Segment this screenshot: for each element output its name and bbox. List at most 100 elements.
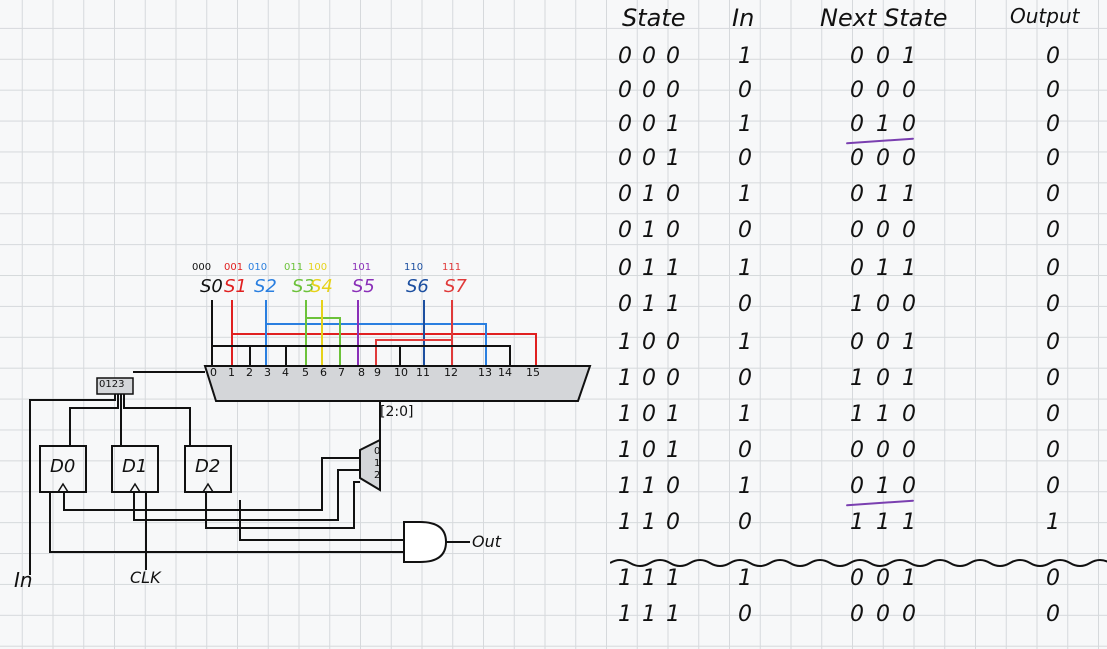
output-cell: 0: [1046, 78, 1060, 103]
ff-output-wires: [49, 420, 405, 570]
state-name-s2: S2: [254, 276, 277, 297]
state-cell: 100: [618, 366, 690, 391]
state-name-s5: S5: [352, 276, 375, 297]
mux-input-12: 12: [444, 366, 458, 379]
mux-input-6: 6: [320, 366, 327, 379]
state-cell: 111: [618, 602, 690, 627]
header-output: Output: [1010, 4, 1080, 28]
in-cell: 1: [738, 474, 752, 499]
mux-input-1: 1: [228, 366, 235, 379]
next-state-cell: 001: [850, 566, 928, 591]
mux-input-13: 13: [478, 366, 492, 379]
next-state-cell: 010: [850, 112, 928, 137]
mux-input-14: 14: [498, 366, 512, 379]
mux-input-8: 8: [358, 366, 365, 379]
state-cell: 010: [618, 218, 690, 243]
state-cell: 000: [618, 44, 690, 69]
small-mux-label-2: 2: [374, 470, 381, 481]
output-cell: 0: [1046, 218, 1060, 243]
small-mux: [359, 438, 381, 492]
big-mux-body: [203, 365, 592, 402]
output-cell: 0: [1046, 602, 1060, 627]
state-cell: 100: [618, 330, 690, 355]
mux-input-5: 5: [302, 366, 309, 379]
select-label: [2:0]: [380, 404, 414, 420]
in-cell: 0: [738, 78, 752, 103]
output-cell: 0: [1046, 292, 1060, 317]
in-label: In: [14, 568, 33, 592]
next-state-cell: 000: [850, 78, 928, 103]
state-name-s1: S1: [224, 276, 247, 297]
table-header: State In Next State Output: [610, 4, 1107, 38]
state-wires: [211, 300, 537, 368]
state-name-s7: S7: [444, 276, 467, 297]
in-cell: 0: [738, 146, 752, 171]
state-cell: 101: [618, 438, 690, 463]
mux-input-3: 3: [264, 366, 271, 379]
mux-input-labels: 0 1 2 3 4 5 6 7 8 9 10 11 12 13 14 15: [208, 366, 548, 382]
next-state-cell: 100: [850, 292, 928, 317]
state-cell: 110: [618, 474, 690, 499]
next-state-cell: 011: [850, 256, 928, 281]
in-cell: 1: [738, 182, 752, 207]
in-cell: 0: [738, 438, 752, 463]
in-cell: 1: [738, 402, 752, 427]
out-label: Out: [472, 532, 502, 551]
in-cell: 0: [738, 510, 752, 535]
flipflop-d1-label: D1: [122, 456, 148, 477]
mux-input-10: 10: [394, 366, 408, 379]
state-label-s6: 110: [404, 262, 424, 273]
wavy-separator: [610, 559, 1107, 567]
state-label-s4: 100: [308, 262, 328, 273]
output-cell: 1: [1046, 510, 1060, 535]
header-state: State: [622, 4, 686, 32]
next-state-cell: 111: [850, 510, 928, 535]
and-gate: [403, 521, 448, 563]
state-name-s4: S4: [310, 276, 333, 297]
header-in: In: [732, 4, 755, 32]
output-cell: 0: [1046, 256, 1060, 281]
next-state-cell: 010: [850, 474, 928, 499]
clk-label: CLK: [130, 568, 161, 587]
small-mux-label-1: 1: [374, 458, 381, 469]
small-mux-label-0: 0: [374, 446, 381, 457]
state-name-s6: S6: [406, 276, 429, 297]
in-cell: 1: [738, 112, 752, 137]
table-row: 110 1 010 0: [610, 474, 1107, 506]
state-label-s0: 000: [192, 262, 212, 273]
state-cell: 000: [618, 78, 690, 103]
state-label-s3: 011: [284, 262, 304, 273]
state-cell: 001: [618, 112, 690, 137]
in-cell: 1: [738, 330, 752, 355]
in-cell: 0: [738, 218, 752, 243]
state-cell: 010: [618, 182, 690, 207]
flipflop-d2: [184, 445, 232, 493]
output-cell: 0: [1046, 474, 1060, 499]
output-cell: 0: [1046, 182, 1060, 207]
mux-input-9: 9: [374, 366, 381, 379]
flipflop-d2-label: D2: [195, 456, 221, 477]
decoder-outputs: [29, 394, 191, 570]
mux-input-11: 11: [416, 366, 430, 379]
state-cell: 001: [618, 146, 690, 171]
decoder-label: 0123: [99, 379, 125, 390]
state-label-s2: 010: [248, 262, 268, 273]
output-cell: 0: [1046, 44, 1060, 69]
state-cell: 111: [618, 566, 690, 591]
state-name-s0: S0: [200, 276, 223, 297]
next-state-cell: 000: [850, 218, 928, 243]
output-cell: 0: [1046, 402, 1060, 427]
